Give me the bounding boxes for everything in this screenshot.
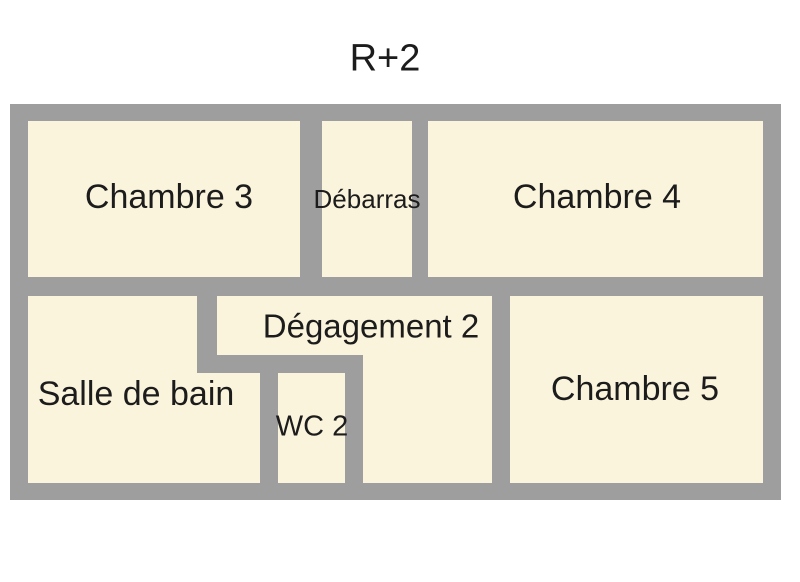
room-debarras [322,121,412,277]
room-label-chambre-5: Chambre 5 [550,370,720,408]
room-label-wc-2: WC 2 [275,410,349,443]
room-chambre-3 [28,121,300,277]
room-degagement-2-top [217,296,363,355]
room-chambre-4 [428,121,763,277]
room-label-debarras: Débarras [313,184,421,214]
room-label-salle-de-bain: Salle de bain [37,375,235,413]
room-salle-de-bain-lower [28,373,260,483]
room-degagement-2-corridor [363,296,492,483]
room-label-chambre-4: Chambre 4 [512,178,682,216]
room-label-chambre-3: Chambre 3 [84,178,254,216]
floor-title: R+2 [349,37,421,80]
room-chambre-5 [510,296,763,483]
room-label-degagement-2: Dégagement 2 [262,307,480,345]
room-wc-2 [278,373,345,483]
